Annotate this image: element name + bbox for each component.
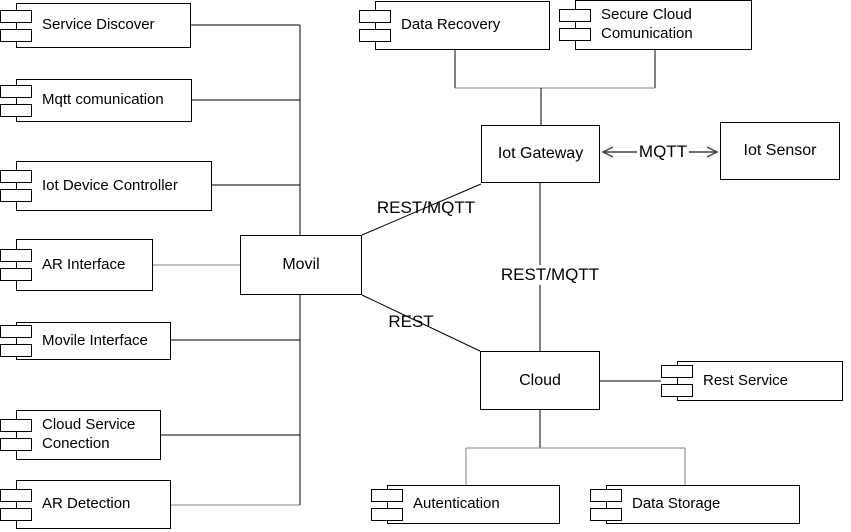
component-tab-icon (359, 28, 391, 42)
component-tab-icon (590, 488, 622, 502)
component-label: Autentication (413, 495, 500, 513)
component-tab-icon (359, 9, 391, 23)
component-data-recovery[interactable]: Data Recovery (359, 1, 550, 50)
component-autentication[interactable]: Autentication (371, 485, 560, 524)
component-label: Secure Cloud Comunication (601, 6, 693, 42)
box-label: Movil (282, 256, 320, 273)
box-iot-gateway[interactable]: Iot Gateway (481, 125, 600, 183)
component-label: Data Recovery (401, 16, 501, 34)
component-tab-icon (0, 419, 32, 432)
edge-label-rest[interactable]: REST (388, 312, 434, 331)
box-label: Iot Gateway (497, 145, 584, 162)
edge-label-rest-mqtt-top[interactable]: REST/MQTT (376, 198, 476, 217)
component-tab-icon (0, 488, 32, 502)
box-cloud[interactable]: Cloud (480, 351, 600, 410)
component-tab-icon (0, 325, 32, 338)
box-label: Iot Sensor (743, 142, 817, 159)
component-ar-detection[interactable]: AR Detection (0, 480, 171, 529)
component-tab-icon (661, 365, 693, 378)
component-tab-icon (559, 9, 591, 22)
component-label: AR Detection (42, 495, 131, 513)
component-rest-service[interactable]: Rest Service (661, 361, 843, 401)
component-ar-interface[interactable]: AR Interface (0, 239, 153, 291)
component-cloud-service-conection[interactable]: Cloud Service Conection (0, 410, 161, 460)
component-tab-icon (371, 507, 403, 521)
component-tab-icon (0, 507, 32, 521)
component-tab-icon (0, 103, 32, 117)
edge-movil-cloud[interactable] (361, 294, 481, 352)
component-label: Service Discover (42, 16, 155, 34)
box-iot-sensor[interactable]: Iot Sensor (720, 122, 840, 180)
component-mqtt-comunication[interactable]: Mqtt comunication (0, 79, 192, 122)
component-tab-icon (590, 507, 622, 521)
box-label: Cloud (519, 371, 561, 389)
component-tab-icon (0, 438, 32, 451)
component-tab-icon (0, 189, 32, 202)
component-label: Mqtt comunication (42, 91, 164, 109)
component-service-discover[interactable]: Service Discover (0, 3, 191, 48)
edge-label-mqtt[interactable]: MQTT (636, 142, 690, 162)
component-movile-interface[interactable]: Movile Interface (0, 322, 171, 360)
component-tab-icon (0, 344, 32, 357)
component-label: Movile Interface (42, 331, 148, 349)
component-data-storage[interactable]: Data Storage (590, 485, 800, 524)
component-label: Rest Service (703, 371, 789, 389)
component-tab-icon (371, 488, 403, 502)
component-secure-cloud-comunication[interactable]: Secure Cloud Comunication (559, 0, 752, 50)
component-tab-icon (0, 249, 32, 262)
component-tab-icon (559, 28, 591, 41)
component-iot-device-controller[interactable]: Iot Device Controller (0, 161, 212, 211)
component-tab-icon (0, 84, 32, 98)
component-tab-icon (0, 268, 32, 281)
component-tab-icon (0, 28, 32, 42)
edge-label-rest-mqtt-mid[interactable]: REST/MQTT (498, 265, 602, 285)
component-label: Cloud Service Conection (42, 416, 136, 452)
edge-movil-gateway[interactable] (361, 183, 482, 236)
component-label: Iot Device Controller (42, 176, 178, 194)
component-tab-icon (661, 384, 693, 397)
component-label: Data Storage (632, 495, 721, 513)
component-label: AR Interface (42, 255, 126, 273)
box-movil[interactable]: Movil (240, 235, 362, 295)
component-tab-icon (0, 9, 32, 23)
component-tab-icon (0, 170, 32, 183)
